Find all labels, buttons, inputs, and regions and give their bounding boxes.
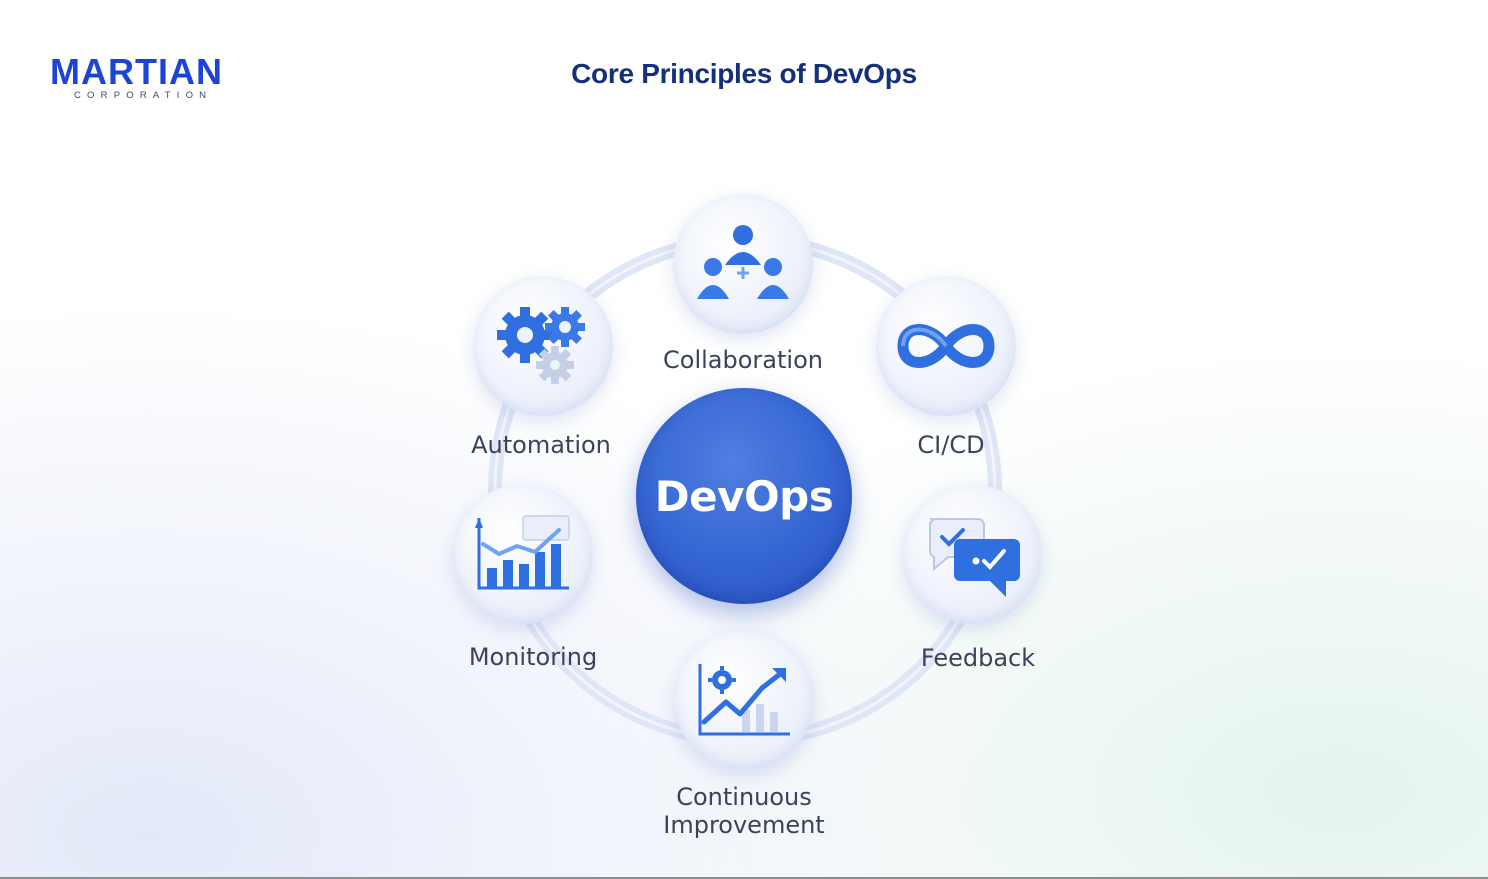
monitoring-node — [453, 484, 593, 624]
collaboration-node — [673, 194, 813, 334]
continuous-improvement-label-line2: Improvement — [663, 811, 825, 839]
gears-icon — [497, 307, 585, 384]
bottom-border — [0, 877, 1488, 879]
logo: MARTIAN CORPORATION — [50, 51, 250, 102]
bar-chart-icon — [475, 515, 570, 590]
continuous-improvement-node — [674, 630, 814, 770]
cicd-node — [876, 276, 1016, 416]
page-title: Core Principles of DevOps — [571, 58, 917, 89]
automation-node — [473, 276, 613, 416]
logo-subtitle: CORPORATION — [74, 90, 213, 101]
devops-center: DevOps — [636, 388, 852, 604]
continuous-improvement-label: Continuous Improvement — [644, 783, 844, 839]
cicd-label: CI/CD — [917, 431, 985, 459]
continuous-improvement-label-line1: Continuous — [676, 783, 812, 811]
collaboration-label: Collaboration — [663, 346, 823, 374]
team-icon — [697, 225, 789, 299]
devops-center-label: DevOps — [654, 471, 834, 521]
chat-bubbles-icon — [929, 518, 1020, 597]
feedback-node — [902, 484, 1042, 624]
infinity-loop-icon — [897, 324, 995, 368]
growth-chart-gear-icon — [698, 664, 790, 736]
feedback-label: Feedback — [920, 644, 1036, 672]
logo-wordmark: MARTIAN — [50, 51, 223, 92]
monitoring-label: Monitoring — [468, 643, 598, 671]
automation-label: Automation — [471, 431, 611, 459]
